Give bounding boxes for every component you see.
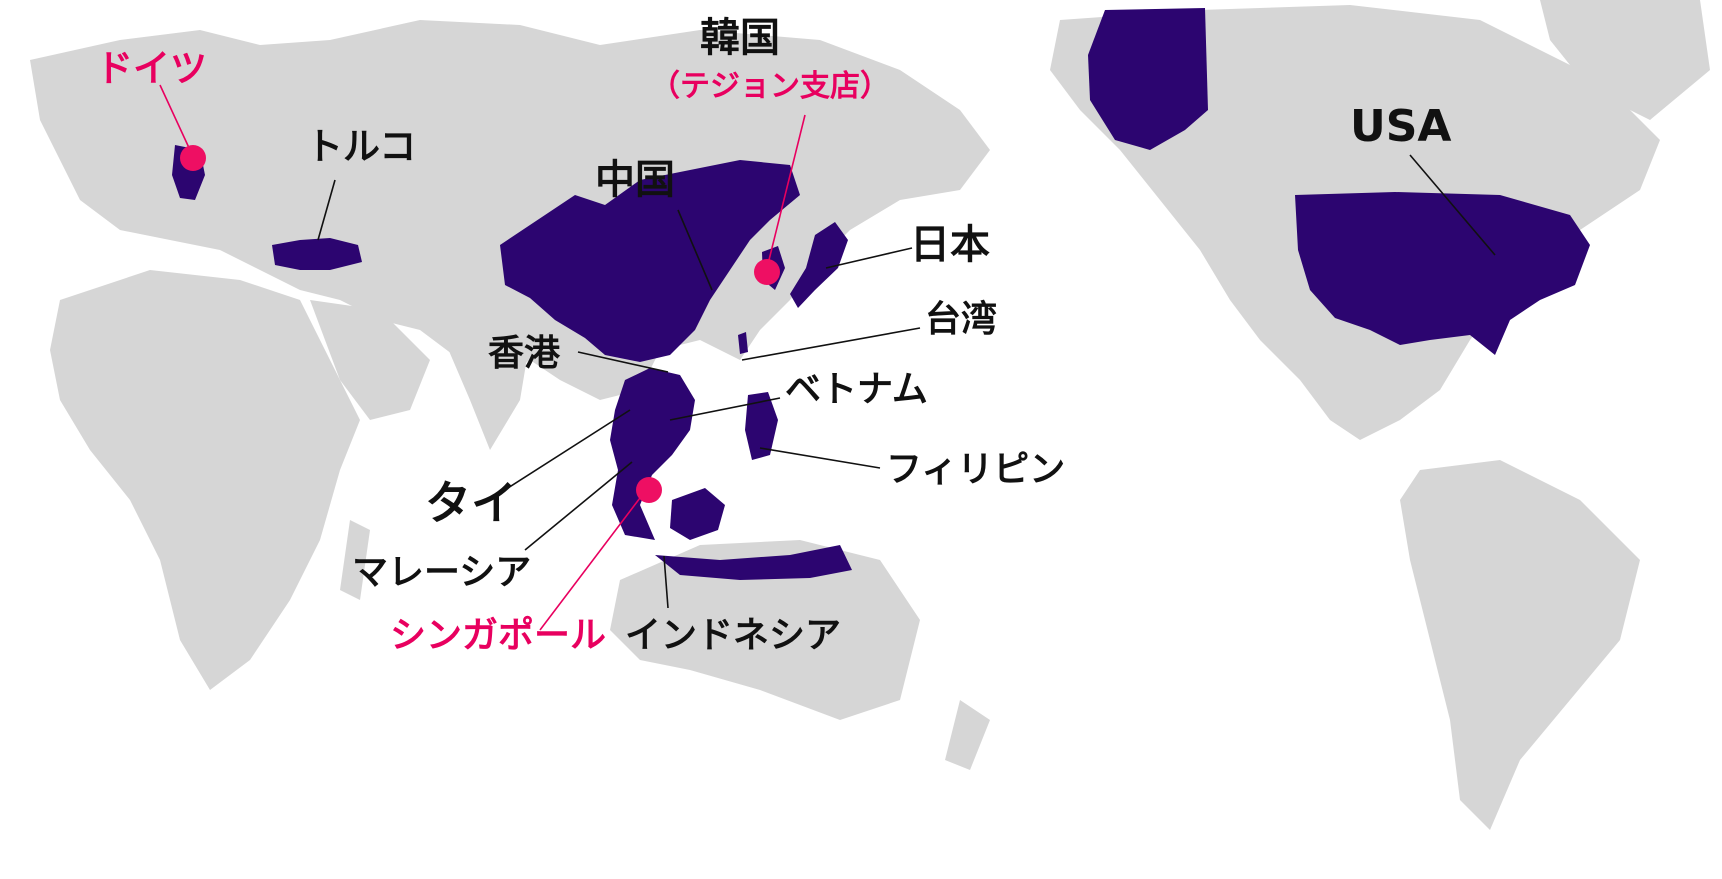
land-greenland (1540, 0, 1710, 120)
leader-thailand (507, 409, 631, 489)
land-india (440, 330, 530, 450)
leader-lines (159, 84, 1496, 631)
label-japan: 日本 (910, 222, 990, 268)
marker-singapore[interactable] (636, 477, 662, 503)
leader-germany (159, 84, 191, 151)
label-turkey: トルコ (306, 125, 417, 168)
country-alaska (1088, 8, 1208, 150)
leader-hongkong (577, 351, 669, 373)
country-usa (1295, 192, 1590, 355)
marker-germany[interactable] (180, 145, 206, 171)
land-newzealand (945, 700, 990, 770)
land-africa (50, 270, 360, 690)
leader-philippines (759, 447, 881, 469)
country-turkey (272, 238, 362, 270)
leader-singapore (539, 489, 647, 631)
country-china (500, 160, 800, 362)
leader-usa (1409, 154, 1496, 256)
label-usa: USA (1350, 101, 1452, 152)
leader-japan (825, 247, 913, 269)
country-southeast-asia (610, 368, 695, 540)
country-philippines (745, 392, 778, 460)
label-philippines: フィリピン (886, 449, 1066, 490)
land-australia (610, 540, 920, 720)
leader-turkey (317, 179, 336, 241)
label-thailand: タイ (425, 476, 517, 530)
label-malaysia: マレーシア (352, 552, 532, 593)
label-taiwan: 台湾 (925, 299, 998, 340)
country-indonesia (655, 545, 852, 580)
label-singapore: シンガポール (390, 615, 607, 656)
land-south-america (1400, 460, 1640, 830)
leader-korea (766, 114, 806, 269)
label-indonesia: インドネシア (625, 615, 842, 656)
leader-indonesia (663, 555, 669, 609)
leader-china (677, 209, 713, 291)
land-madagascar (340, 520, 370, 600)
leader-malaysia (524, 461, 633, 551)
label-hongkong: 香港 (488, 333, 561, 374)
land-layer (30, 0, 1710, 830)
country-taiwan (738, 332, 748, 354)
label-germany: ドイツ (96, 47, 207, 90)
land-arabia (310, 300, 430, 420)
label-china: 中国 (595, 157, 675, 203)
leader-taiwan (741, 327, 921, 361)
country-japan (790, 222, 848, 308)
country-borneo (670, 488, 725, 540)
label-korea-branch: （テジョン支店） (650, 69, 890, 104)
markers (180, 145, 780, 503)
marker-korea-daejeon[interactable] (754, 259, 780, 285)
label-vietnam: ベトナム (785, 369, 928, 410)
label-korea: 韓国 (700, 15, 780, 61)
highlight-layer (172, 8, 1590, 580)
leader-vietnam (669, 397, 781, 421)
land-eurasia (30, 20, 990, 420)
